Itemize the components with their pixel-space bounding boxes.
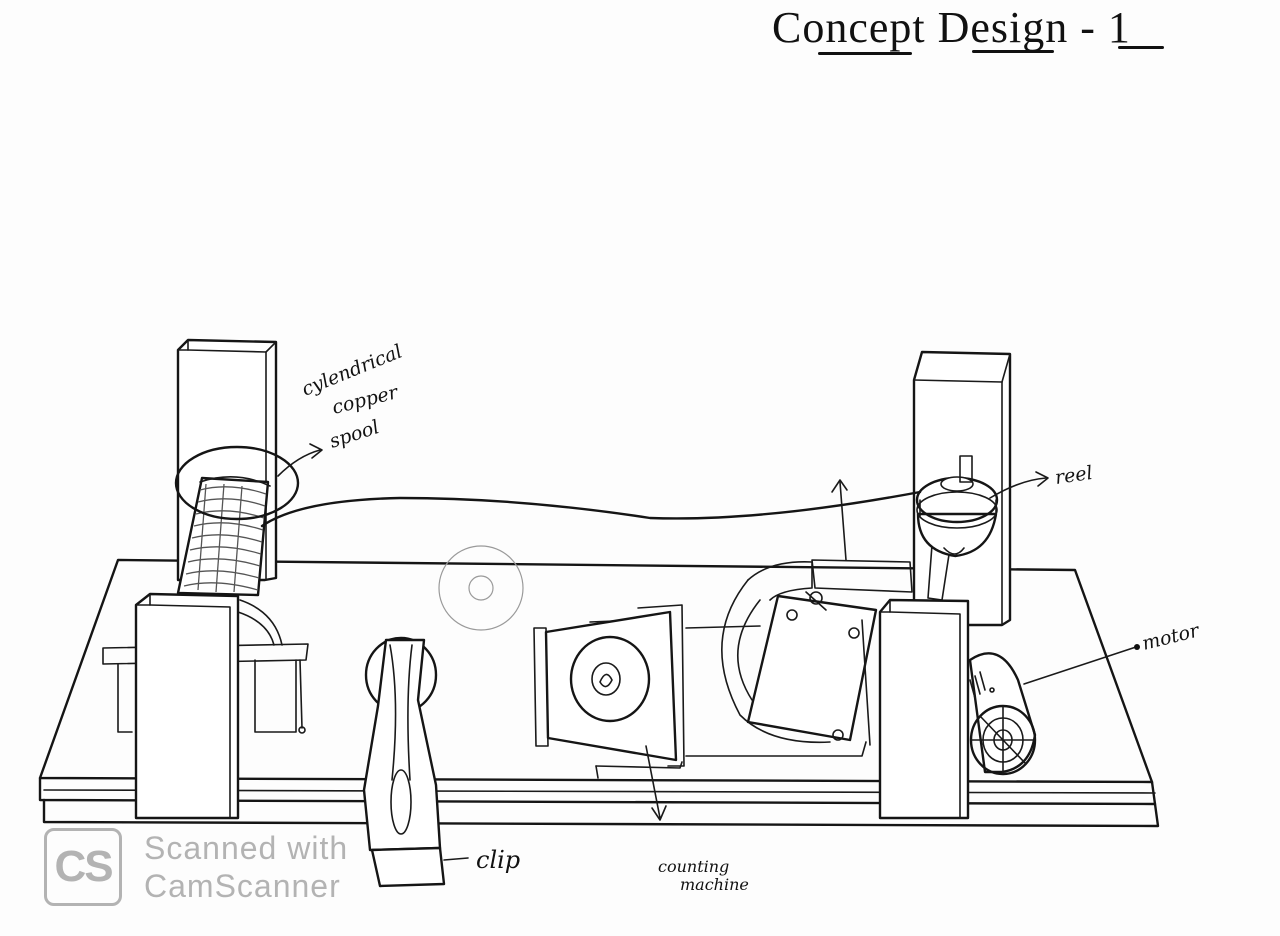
camscanner-watermark: CS Scanned with CamScanner — [44, 826, 348, 908]
right-front-post — [880, 600, 968, 818]
label-motor: motor — [1140, 619, 1203, 655]
watermark-line1: Scanned with — [144, 829, 348, 867]
spool-arrow — [278, 450, 320, 476]
clip — [364, 638, 444, 886]
label-counting-line2: machine — [680, 875, 749, 894]
left-front-post — [103, 594, 308, 818]
title-underline-1 — [818, 52, 912, 55]
title-underline-2 — [972, 50, 1054, 53]
label-spool-line3: spool — [327, 416, 382, 453]
page-title: Concept Design - 1 — [772, 2, 1131, 53]
title-underline-3 — [1118, 46, 1164, 49]
copper-wire — [262, 492, 920, 526]
label-counting-line1: counting — [658, 857, 729, 876]
erased-mark — [439, 546, 523, 630]
motor — [970, 653, 1035, 774]
camscanner-logo-icon: CS — [44, 828, 122, 906]
label-clip: clip — [476, 846, 520, 874]
watermark-text: Scanned with CamScanner — [144, 829, 348, 905]
label-reel: reel — [1054, 462, 1094, 489]
motor-arrow — [1024, 647, 1136, 684]
clip-line — [444, 858, 468, 860]
watermark-line2: CamScanner — [144, 867, 348, 905]
